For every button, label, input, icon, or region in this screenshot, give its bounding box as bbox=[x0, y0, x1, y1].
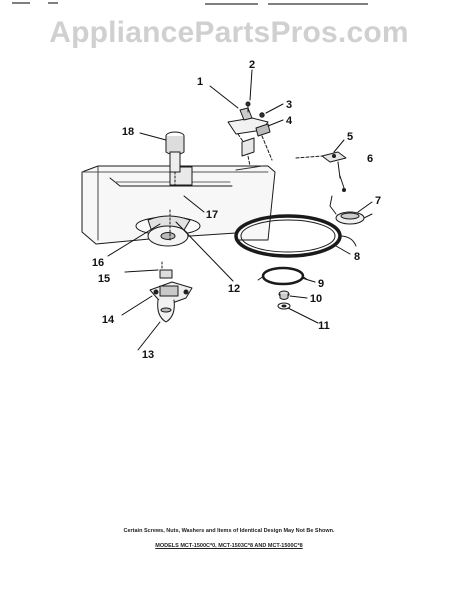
callout-14: 14 bbox=[102, 314, 115, 326]
callout-7: 7 bbox=[375, 195, 381, 207]
callout-9: 9 bbox=[318, 278, 324, 290]
callout-12: 12 bbox=[228, 283, 240, 295]
callout-18: 18 bbox=[122, 126, 134, 138]
callout-16: 16 bbox=[92, 257, 104, 269]
callout-17: 17 bbox=[206, 209, 218, 221]
footer-models: MODELS MCT-1500C*0, MCT-1503C*8 AND MCT-… bbox=[155, 543, 303, 549]
watermark-text: AppliancePartsPros.com bbox=[49, 16, 409, 49]
callout-10: 10 bbox=[310, 293, 322, 305]
callout-5: 5 bbox=[347, 131, 353, 143]
part-13-15-motor-mount bbox=[149, 261, 193, 323]
callout-11: 11 bbox=[318, 320, 330, 332]
part-18-motor-column bbox=[165, 131, 185, 186]
callout-6: 6 bbox=[367, 153, 373, 165]
part-5-6-clip-and-screw bbox=[295, 151, 347, 192]
callout-8: 8 bbox=[354, 251, 360, 263]
footer-note: Certain Screws, Nuts, Washers and Items … bbox=[123, 528, 335, 534]
callout-1: 1 bbox=[197, 76, 203, 88]
part-9-ring-band bbox=[257, 266, 309, 286]
callout-13: 13 bbox=[142, 349, 154, 361]
scan-header-marks bbox=[12, 2, 368, 5]
leader-lines bbox=[107, 69, 373, 351]
part-10-11-bushing-washer bbox=[277, 290, 291, 310]
callout-4: 4 bbox=[286, 115, 293, 127]
part-7-thermostat bbox=[329, 195, 373, 225]
callout-3: 3 bbox=[286, 99, 292, 111]
callout-2: 2 bbox=[249, 59, 255, 71]
callout-15: 15 bbox=[98, 273, 110, 285]
part-8-gasket-belt bbox=[234, 214, 357, 258]
callout-labels: 1 2 3 4 5 6 7 8 9 10 11 12 13 14 15 16 1… bbox=[92, 59, 381, 361]
part-1-4-bracket-assembly bbox=[227, 101, 273, 167]
